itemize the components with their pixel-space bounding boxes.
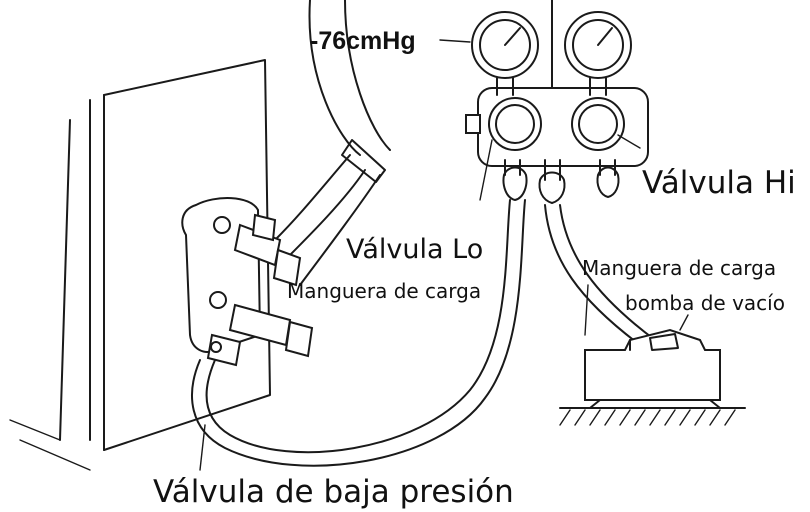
valve-hi-knob [571,97,625,151]
vacuum-pump-label: bomba de vacío [625,291,785,315]
low-pressure-valve-label: Válvula de baja presión [153,474,514,510]
valve-hi-label: Válvula Hi [642,165,796,201]
refrigerant-pipes [274,0,391,286]
valve-lo-knob [488,97,542,151]
gauge-reading-label: -76cmHg [310,27,416,55]
vacuum-pump [559,328,746,426]
high-pressure-gauge [564,11,632,96]
low-pressure-gauge [471,11,539,96]
hi-side-fitting [596,166,620,199]
charge-hose-right-label: Manguera de carga [582,256,776,280]
low-pressure-service-valve [206,303,314,367]
valve-lo-label: Válvula Lo [346,234,483,265]
leader-lines [199,39,689,471]
wall-panel [9,59,271,471]
charge-hose-left-label: Manguera de carga [287,279,481,303]
service-valve-bracket [181,197,261,353]
upper-service-valve [233,213,302,287]
